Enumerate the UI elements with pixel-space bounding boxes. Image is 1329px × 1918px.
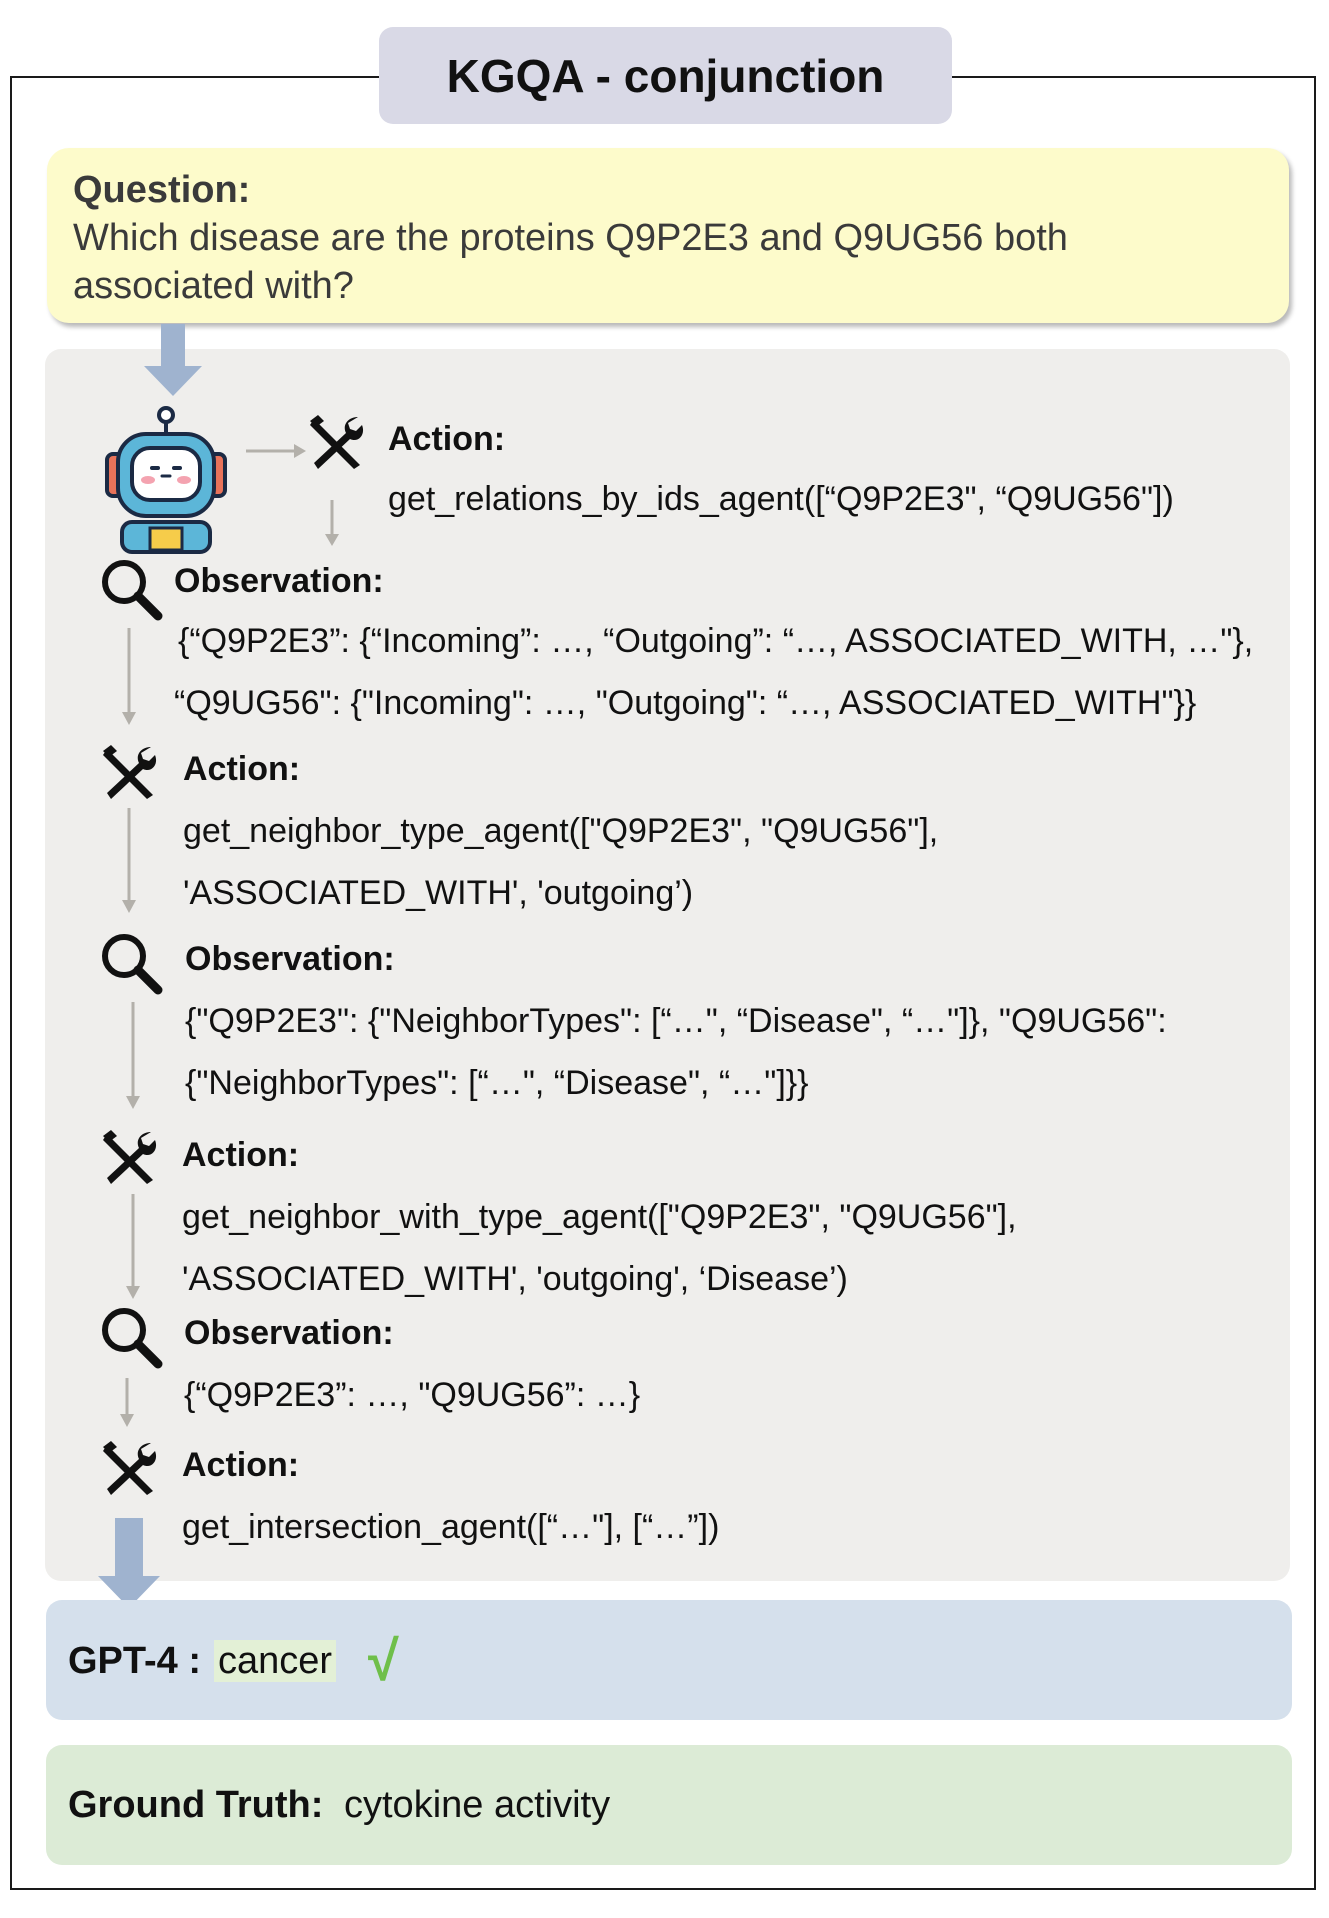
magnifier-icon (102, 1308, 163, 1369)
check-icon: √ (368, 1629, 399, 1692)
step-1-line-1: get_relations_by_ids_agent([“Q9P2E3", “Q… (388, 480, 1174, 518)
tools-icon (103, 745, 157, 799)
step-6-line-1: {“Q9P2E3”: …, "Q9UG56”: …} (184, 1376, 641, 1414)
tools-icon (310, 415, 364, 469)
truth-value: cytokine activity (344, 1784, 611, 1826)
agent-trace-panel (45, 349, 1290, 1581)
step-3-label: Action: (183, 750, 301, 788)
magnifier-icon (102, 560, 163, 621)
step-3-line-2: 'ASSOCIATED_WITH', 'outgoing’) (183, 874, 694, 912)
step-5-label: Action: (182, 1136, 300, 1174)
question-line-2: associated with? (73, 265, 354, 307)
step-4-line-2: {"NeighborTypes": [“…", “Disease", “…"]}… (185, 1064, 809, 1102)
step-7-label: Action: (182, 1446, 300, 1484)
step-4-line-1: {"Q9P2E3": {"NeighborTypes": [“…", “Dise… (185, 1002, 1167, 1040)
ground-truth-box (46, 1745, 1292, 1865)
question-box: Question: Which disease are the proteins… (47, 148, 1289, 323)
step-6-label: Observation: (184, 1314, 394, 1352)
down-arrow-icon (144, 324, 202, 396)
step-2-line-2: “Q9UG56": {"Incoming": …, "Outgoing": “…… (174, 684, 1197, 722)
arrow-right-icon (246, 444, 306, 458)
step-4-label: Observation: (185, 940, 395, 978)
step-3-line-1: get_neighbor_type_agent(["Q9P2E3", "Q9UG… (183, 812, 939, 850)
connector-arrow-icon (122, 628, 136, 725)
step-2-line-1: {“Q9P2E3”: {“Incoming”: …, “Outgoing”: “… (178, 622, 1254, 660)
title-box: KGQA - conjunction (379, 27, 952, 124)
figure-title: KGQA - conjunction (446, 49, 885, 102)
connector-arrow-icon (122, 808, 136, 913)
model-answer-text: cancer (214, 1640, 337, 1682)
connector-arrow-icon (126, 1002, 140, 1109)
tools-icon (103, 1441, 157, 1495)
down-arrow-icon (98, 1518, 160, 1608)
question-line-1: Which disease are the proteins Q9P2E3 an… (73, 217, 1068, 259)
tools-icon (103, 1130, 157, 1184)
model-answer: cancer (214, 1640, 337, 1683)
magnifier-icon (102, 934, 163, 995)
arrow-down-small-icon (325, 500, 339, 546)
connector-arrow-icon (126, 1194, 140, 1299)
step-5-line-1: get_neighbor_with_type_agent(["Q9P2E3", … (182, 1198, 1017, 1236)
robot-icon (105, 406, 227, 554)
question-label: Question: (73, 169, 251, 211)
truth-label: Ground Truth: (68, 1784, 324, 1826)
model-label: GPT-4 : (68, 1640, 202, 1682)
step-2-label: Observation: (174, 562, 384, 600)
connector-arrow-icon (120, 1378, 134, 1427)
step-5-line-2: 'ASSOCIATED_WITH', 'outgoing', ‘Disease’… (182, 1260, 848, 1298)
step-7-line-1: get_intersection_agent([“…"], [“…”]) (182, 1508, 720, 1546)
step-1-label: Action: (388, 420, 506, 458)
